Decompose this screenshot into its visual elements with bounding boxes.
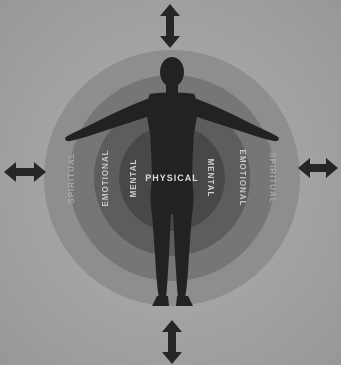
label-mental-left: MENTAL bbox=[129, 159, 138, 198]
label-spiritual-right: SPIRITUAL bbox=[268, 152, 277, 203]
label-physical: PHYSICAL bbox=[145, 173, 199, 183]
label-mental-right: MENTAL bbox=[206, 159, 215, 198]
label-spiritual-left: SPIRITUAL bbox=[67, 152, 76, 203]
label-emotional-left: EMOTIONAL bbox=[101, 150, 110, 207]
label-emotional-right: EMOTIONAL bbox=[238, 150, 247, 207]
